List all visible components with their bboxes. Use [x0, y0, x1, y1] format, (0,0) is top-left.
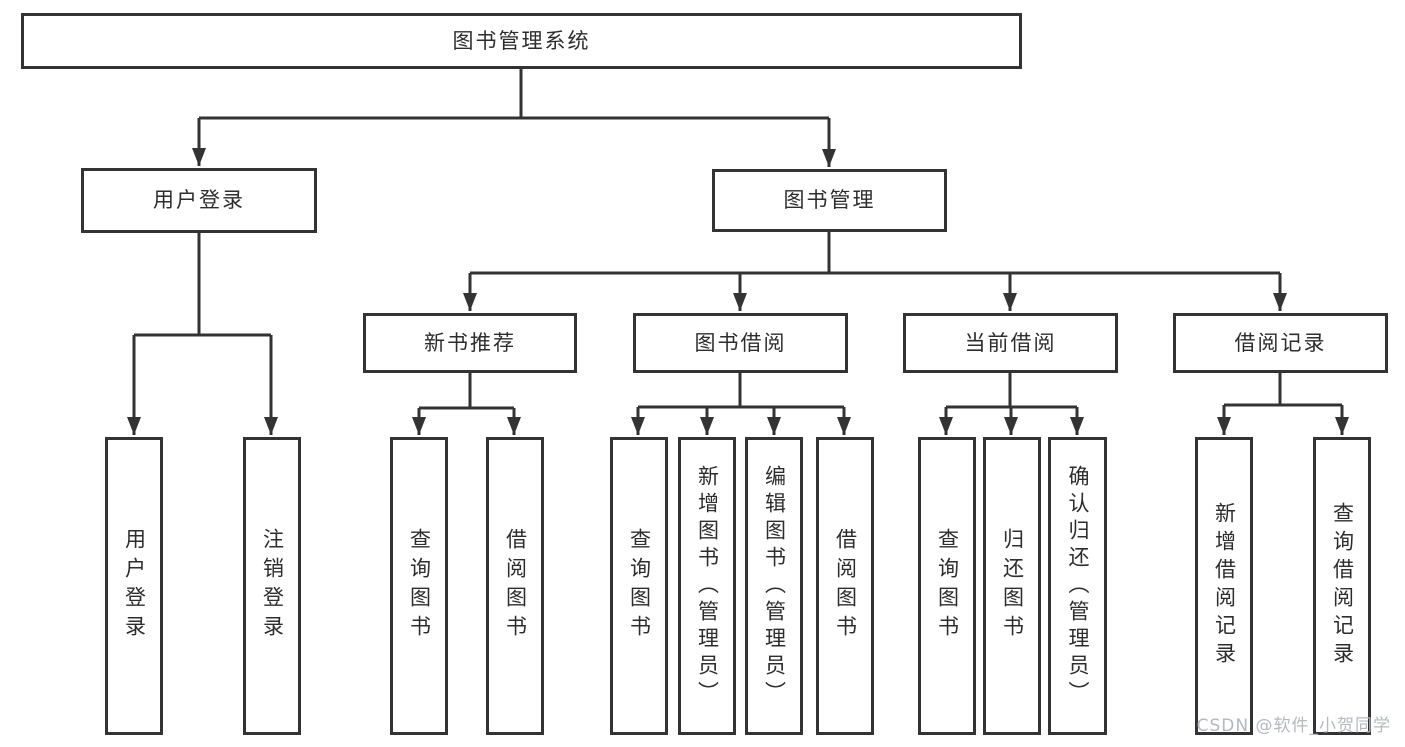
- node-new-book-recommend: 新书推荐: [363, 313, 577, 373]
- leaf-current-confirm-return-admin: 确认归还（管理员）: [1048, 437, 1107, 735]
- leaf-recommend-query-books: 查询图书: [390, 437, 448, 735]
- leaf-user-login: 用户登录: [105, 437, 163, 735]
- node-borrowing-records: 借阅记录: [1173, 313, 1388, 373]
- node-current-borrowing: 当前借阅: [903, 313, 1118, 373]
- leaf-borrowing-borrow-books: 借阅图书: [816, 437, 874, 735]
- leaf-borrowing-edit-books-admin: 编辑图书（管理员）: [745, 437, 803, 735]
- node-book-management: 图书管理: [712, 169, 947, 232]
- connector-arrows: [127, 118, 1349, 435]
- node-book-borrowing: 图书借阅: [633, 313, 848, 373]
- leaf-borrowing-query-books: 查询图书: [610, 437, 668, 735]
- node-library-system: 图书管理系统: [21, 13, 1022, 69]
- leaf-borrowing-add-books-admin: 新增图书（管理员）: [678, 437, 736, 735]
- leaf-records-query-record: 查询借阅记录: [1313, 437, 1371, 735]
- node-user-login: 用户登录: [81, 168, 317, 233]
- leaf-logout: 注销登录: [243, 437, 301, 735]
- leaf-records-add-record: 新增借阅记录: [1195, 437, 1253, 735]
- csdn-watermark: CSDN @软件_小贺同学: [1196, 716, 1391, 736]
- leaf-current-query-books: 查询图书: [918, 437, 976, 735]
- leaf-current-return-books: 归还图书: [983, 437, 1041, 735]
- leaf-recommend-borrow-books: 借阅图书: [486, 437, 544, 735]
